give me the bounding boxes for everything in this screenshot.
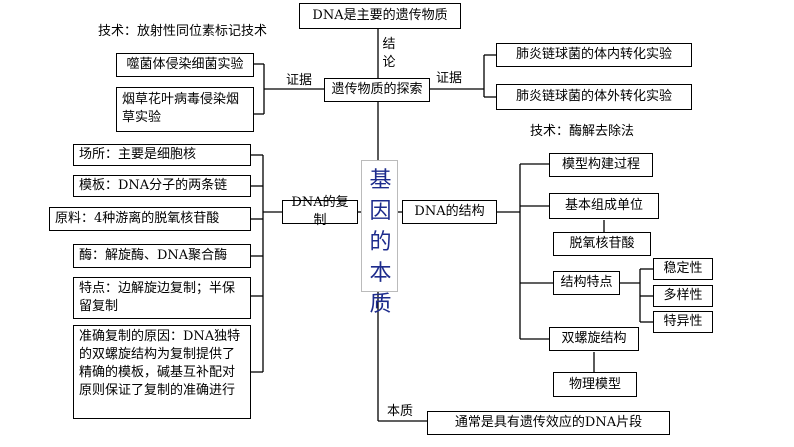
replication-site-text: 场所：主要是细胞核 [79,147,197,162]
replication-material-box: 原料：4种游离的脱氧核苷酸 [49,207,251,231]
replication-material-text: 原料：4种游离的脱氧核苷酸 [55,211,220,226]
replication-accuracy-text: 准确复制的原因：DNA独特的双螺旋结构为复制提供了精确的模板，碱基互补配对原则保… [79,329,241,398]
diversity-box: 多样性 [653,285,713,307]
phage-experiment-box: 噬菌体侵染细菌实验 [116,53,254,77]
tmv-experiment-box: 烟草花叶病毒侵染烟草实验 [116,87,254,132]
invitro-transformation-box: 肺炎链球菌的体外转化实验 [496,84,692,110]
essence-text: 通常是具有遗传效应的DNA片段 [454,415,643,430]
center-title-box: 基因的本质 [361,160,398,317]
basic-unit-text: 基本组成单位 [564,198,643,213]
explore-box: 遗传物质的探索 [324,78,430,102]
replication-hub: DNA的复制 [282,195,358,228]
specificity-text: 特异性 [663,314,703,329]
replication-enzyme-text: 酶：解旋酶、DNA聚合酶 [79,248,228,263]
model-process-text: 模型构建过程 [561,157,640,172]
essence-box: 通常是具有遗传效应的DNA片段 [427,411,670,435]
conclusion-box: DNA是主要的遗传物质 [299,3,461,29]
evidence-right-label: 证据 [436,71,463,86]
left-tech-label: 技术：放射性同位素标记技术 [98,24,268,39]
invivo-transformation-text: 肺炎链球菌的体内转化实验 [515,47,672,62]
stability-text: 稳定性 [663,261,703,276]
features-text: 结构特点 [560,275,613,290]
conclusion-label: 结论 [382,37,396,70]
replication-feature-box: 特点：边解旋边复制；半保留复制 [73,277,251,319]
invitro-transformation-text: 肺炎链球菌的体外转化实验 [515,89,672,104]
replication-hub-text: DNA的复制 [291,195,349,228]
structure-hub-text: DNA的结构 [414,204,485,219]
structure-hub: DNA的结构 [402,200,497,224]
phage-experiment-text: 噬菌体侵染细菌实验 [126,57,244,72]
diversity-text: 多样性 [663,288,703,303]
replication-enzyme-box: 酶：解旋酶、DNA聚合酶 [73,244,251,268]
specificity-box: 特异性 [653,311,713,333]
physical-model-box: 物理模型 [553,372,637,397]
essence-label: 本质 [387,404,414,419]
conclusion-text: DNA是主要的遗传物质 [312,8,448,23]
replication-feature-text: 特点：边解旋边复制；半保留复制 [79,281,236,314]
center-title: 基因的本质 [369,168,392,317]
invivo-transformation-box: 肺炎链球菌的体内转化实验 [496,43,692,67]
evidence-left-label: 证据 [286,73,313,88]
double-helix-box: 双螺旋结构 [549,327,639,351]
nucleotide-text: 脱氧核苷酸 [569,236,635,251]
tmv-experiment-text: 烟草花叶病毒侵染烟草实验 [122,92,240,125]
replication-template-text: 模板：DNA分子的两条链 [79,178,228,193]
replication-accuracy-box: 准确复制的原因：DNA独特的双螺旋结构为复制提供了精确的模板，碱基互补配对原则保… [73,325,251,419]
model-process-box: 模型构建过程 [549,153,653,177]
explore-text: 遗传物质的探索 [331,82,423,97]
nucleotide-box: 脱氧核苷酸 [553,232,651,256]
replication-site-box: 场所：主要是细胞核 [73,144,251,166]
stability-box: 稳定性 [653,258,713,280]
physical-model-text: 物理模型 [568,376,621,392]
features-box: 结构特点 [553,271,620,295]
replication-template-box: 模板：DNA分子的两条链 [73,175,251,197]
right-tech-label: 技术：酶解去除法 [530,124,635,139]
basic-unit-box: 基本组成单位 [549,193,659,219]
double-helix-text: 双螺旋结构 [561,331,627,346]
